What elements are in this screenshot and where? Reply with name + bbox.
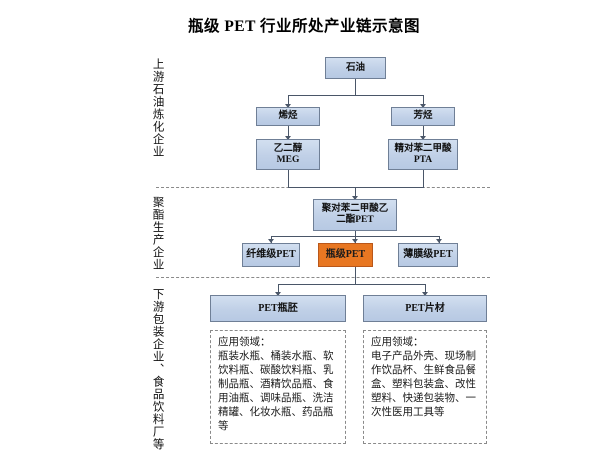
node-meg[interactable]: 乙二醇 MEG	[256, 139, 320, 170]
application-box-sheet: 应用领域： 电子产品外壳、现场制作饮品杯、生鲜食品餐盒、塑料包装盒、改性塑料、快…	[363, 330, 487, 444]
connector-to-preform	[278, 284, 279, 295]
arrow-to-aromatic-icon	[420, 104, 426, 108]
node-preform[interactable]: PET瓶胚	[210, 295, 346, 322]
arrow-to-sheet-icon	[422, 292, 428, 296]
stage-label-midstream: 聚酯生产企业	[151, 196, 164, 271]
connector-bottle-pet-down	[355, 267, 356, 284]
connector-to-olefin	[288, 95, 289, 107]
arrow-to-pta-icon	[420, 136, 426, 140]
arrow-to-meg-icon	[285, 136, 291, 140]
connector-meg-down	[288, 170, 289, 187]
connector-to-pet	[355, 187, 356, 199]
connector-to-sheet	[425, 284, 426, 295]
arrow-to-bottle-pet-icon	[352, 239, 358, 243]
arrow-to-pet-icon	[352, 196, 358, 200]
connector-aromatic-to-pta	[423, 126, 424, 139]
connector-pta-down	[423, 170, 424, 187]
node-petroleum[interactable]: 石油	[325, 57, 386, 79]
stage-label-upstream: 上游石油炼化企业	[151, 58, 164, 158]
node-olefin[interactable]: 烯烃	[256, 107, 320, 126]
connector-merge-to-pet	[288, 187, 424, 188]
connector-olefin-to-meg	[288, 126, 289, 139]
arrow-to-fiber-pet-icon	[268, 239, 274, 243]
arrow-to-film-pet-icon	[436, 239, 442, 243]
arrow-to-preform-icon	[275, 292, 281, 296]
page-title: 瓶级 PET 行业所处产业链示意图	[187, 18, 421, 35]
stage-label-downstream: 下游包装企业、食品饮料厂等	[151, 288, 164, 451]
band-separator-lower	[156, 277, 490, 278]
node-fiber-pet[interactable]: 纤维级PET	[242, 243, 300, 267]
node-aromatic[interactable]: 芳烃	[391, 107, 455, 126]
node-film-pet[interactable]: 薄膜级PET	[398, 243, 458, 267]
application-box-preform: 应用领域： 瓶装水瓶、桶装水瓶、软饮料瓶、碳酸饮料瓶、乳制品瓶、酒精饮品瓶、食用…	[210, 330, 346, 444]
connector-petroleum-down	[355, 79, 356, 95]
connector-petroleum-split	[288, 95, 424, 96]
node-pta[interactable]: 精对苯二甲酸 PTA	[388, 139, 458, 170]
connector-to-aromatic	[423, 95, 424, 107]
arrow-to-olefin-icon	[285, 104, 291, 108]
node-bottle-pet[interactable]: 瓶级PET	[318, 243, 373, 267]
node-sheet[interactable]: PET片材	[363, 295, 487, 322]
node-pet[interactable]: 聚对苯二甲酸乙 二酯PET	[313, 199, 397, 231]
connector-downstream-split	[278, 284, 426, 285]
